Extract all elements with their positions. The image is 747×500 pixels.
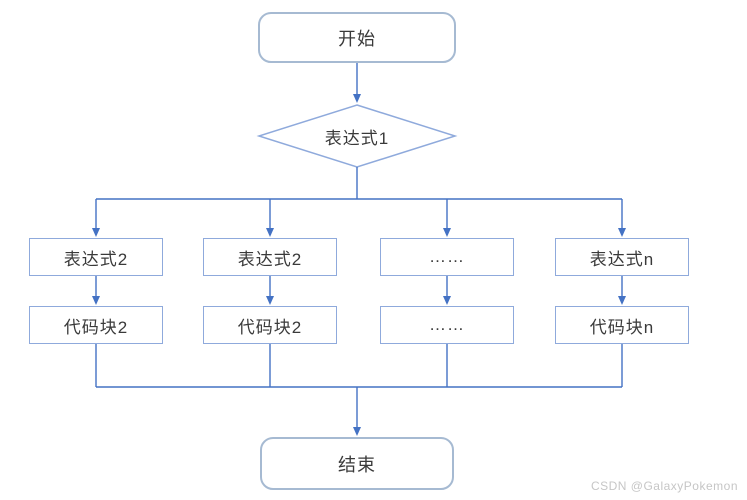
branch-1-condition-node: 表达式2 bbox=[29, 238, 163, 276]
branch-1-block-node: 代码块2 bbox=[29, 306, 163, 344]
branch-2-condition-node: 表达式2 bbox=[203, 238, 337, 276]
branch-2-block-node: 代码块2 bbox=[203, 306, 337, 344]
branch-4-condition-node: 表达式n bbox=[555, 238, 689, 276]
decision-node-label: 表达式1 bbox=[324, 128, 390, 148]
end-node: 结束 bbox=[260, 437, 454, 490]
watermark-text: CSDN @GalaxyPokemon bbox=[590, 479, 738, 493]
branch-3-condition-node: …… bbox=[380, 238, 514, 276]
branch-4-block-node: 代码块n bbox=[555, 306, 689, 344]
start-node: 开始 bbox=[258, 12, 456, 63]
branch-3-block-node: …… bbox=[380, 306, 514, 344]
